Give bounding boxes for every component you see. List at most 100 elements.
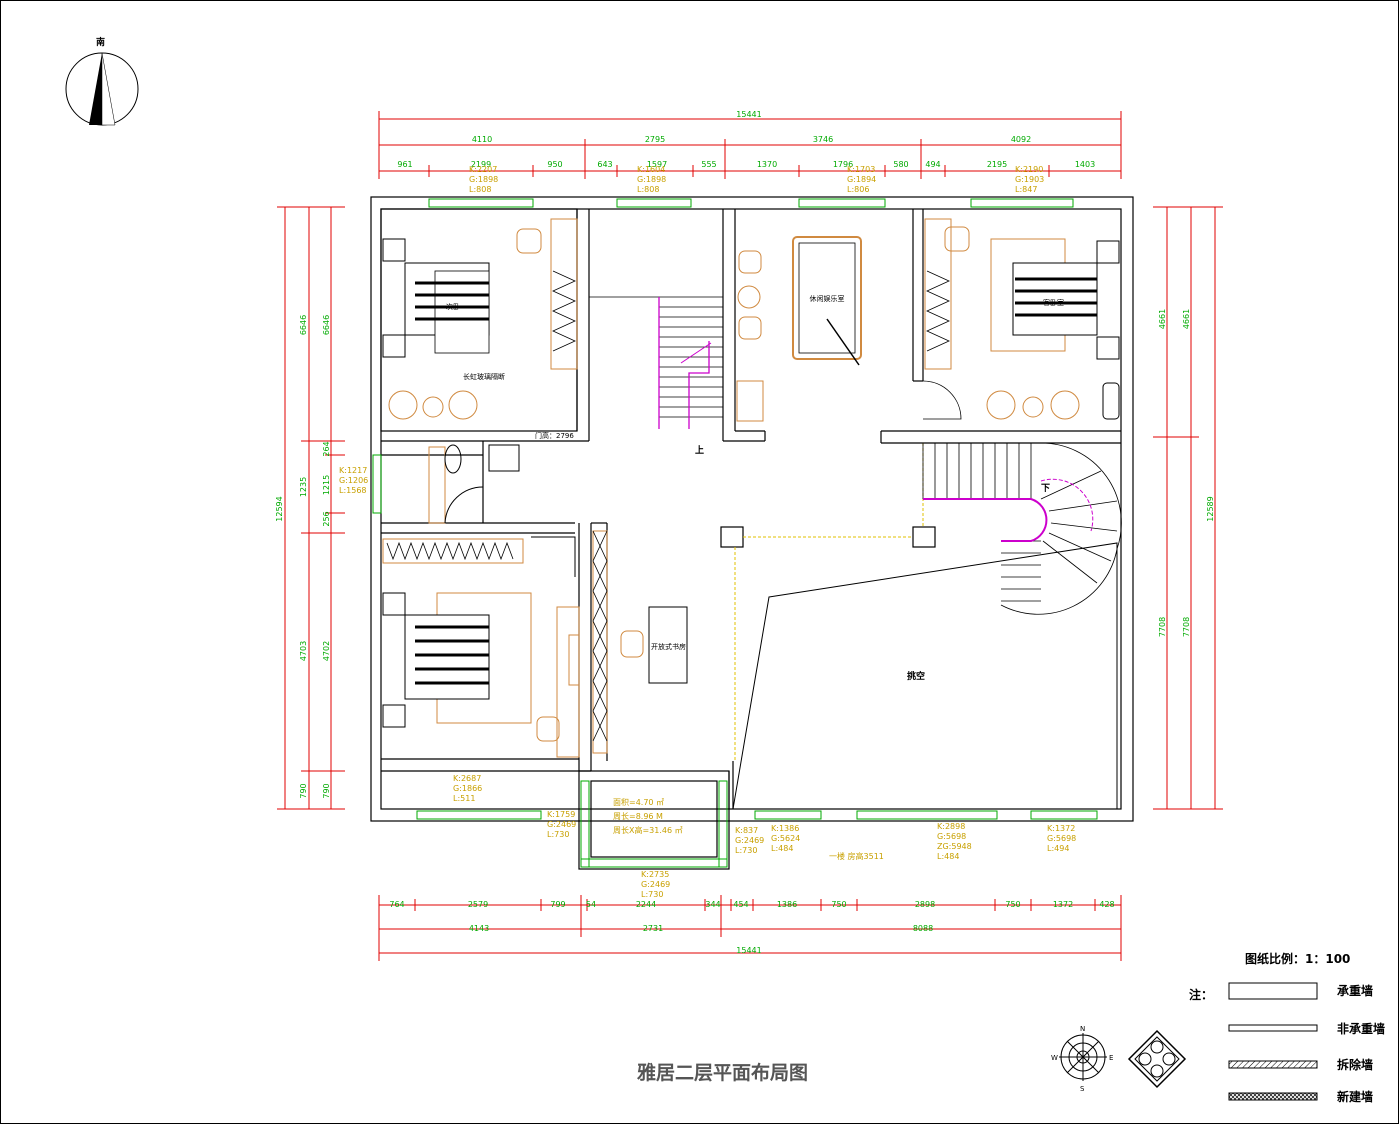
bottom-dim-l2: 4143 [469, 924, 489, 933]
top-dim-l3: 580 [893, 160, 908, 169]
left-dim-inner: 256 [322, 511, 331, 526]
top-dim-l3: 643 [597, 160, 612, 169]
club-label: 休闲娱乐室 [810, 294, 845, 303]
door-swing [922, 380, 962, 420]
windows [372, 198, 1098, 868]
bathroom-fixtures [428, 444, 520, 524]
room-height-note: 一楼 房高3511 [829, 851, 884, 861]
sw-furniture [531, 536, 580, 758]
bottom-dim-l1: 454 [733, 900, 748, 909]
compass-s: S [1080, 1085, 1085, 1093]
right-dim-outer: 7708 [1158, 617, 1167, 637]
top-dim-l3: 1403 [1075, 160, 1095, 169]
window-label-balcony_left: G:2469 [547, 820, 576, 829]
left-dim-outer: 1235 [299, 477, 308, 497]
bottom-dim-l1: 1386 [777, 900, 797, 909]
straight-stair [589, 296, 723, 421]
right-total-dim: 12589 [1206, 496, 1215, 521]
window-label-east2: ZG:5948 [937, 842, 972, 851]
study-area: 开放式书房 [592, 530, 688, 754]
top-dim-l3: 555 [701, 160, 716, 169]
right-dimensions [1153, 206, 1223, 810]
bottom-dim-l1: 1372 [1053, 900, 1073, 909]
bottom-dim-l1: 54 [586, 900, 596, 909]
bottom-dim-l1: 2244 [636, 900, 656, 909]
top-dim-l3: 1796 [833, 160, 853, 169]
top-total-dim: 15441 [736, 110, 761, 119]
bottom-dim-l2: 8088 [913, 924, 933, 933]
legend-item-demolish: 拆除墙 [1337, 1057, 1373, 1072]
top-dim-l3: 961 [397, 160, 412, 169]
wardrobe-sw [382, 538, 524, 564]
north-arrow-icon: 南 [65, 36, 139, 126]
window-label-top1: L:808 [469, 185, 491, 194]
bottom-dim-l1: 344 [705, 900, 720, 909]
left-dim-inner: 790 [322, 783, 331, 798]
legend-item-bearing: 承重墙 [1337, 983, 1373, 998]
top-dim-l3: 1597 [647, 160, 667, 169]
compass-rose-icon: N S E W [1051, 1025, 1113, 1093]
legend-swatch-demolish [1228, 1060, 1318, 1069]
table-symbol-icon [1127, 1029, 1187, 1089]
legend-swatch-nonbearing [1228, 1024, 1318, 1032]
window-label-top2: L:808 [637, 185, 659, 194]
window-label-bottom_bed: K:2687 [453, 774, 481, 783]
right-dim-inner: 7708 [1182, 617, 1191, 637]
window-label-top1: K:2207 [469, 165, 497, 174]
balcony-area: 面积=4.70 ㎡ [613, 797, 664, 807]
club-chairs [736, 250, 764, 422]
left-dim-outer: 6646 [299, 315, 308, 335]
top-dimensions [378, 111, 1122, 179]
window-label-bottom_bed: L:511 [453, 794, 475, 803]
window-label-top2: G:1898 [637, 175, 666, 184]
bed-nw: 次卧 [382, 238, 490, 358]
chairs-ne [944, 226, 1120, 420]
bottom-dim-l1: 2579 [468, 900, 488, 909]
window-label-east3: G:5698 [1047, 834, 1076, 843]
window-label-top3: K:1703 [847, 165, 875, 174]
window-label-balcony_bottom: G:2469 [641, 880, 670, 889]
spiral-arc [1040, 478, 1094, 532]
window-label-balcony_bottom: K:2735 [641, 870, 669, 879]
legend-swatch-bearing [1228, 982, 1318, 1000]
stair-down-label: 下 [1041, 483, 1050, 494]
spiral-stair-path [923, 498, 1048, 542]
window-label-top4: L:847 [1015, 185, 1037, 194]
left-dim-outer: 790 [299, 783, 308, 798]
bed-ne: 客卧室 [990, 238, 1120, 360]
wardrobe-nw [550, 218, 578, 370]
legend-note-label: 注： [1189, 987, 1213, 1002]
stair-break [680, 342, 712, 364]
spiral-stair [922, 442, 1122, 615]
legend-item-new: 新建墙 [1337, 1089, 1373, 1104]
left-dimensions [277, 206, 345, 810]
left-dim-inner: 6646 [322, 315, 331, 335]
bedroom-nw-label: 次卧 [446, 302, 460, 311]
void-label: 挑空 [907, 670, 925, 682]
bottom-dim-l1: 750 [831, 900, 846, 909]
left-dim-inner: 264 [322, 441, 331, 456]
left-dim-inner: 1215 [322, 475, 331, 495]
right-dim-inner: 4661 [1182, 309, 1191, 329]
compass-label: 南 [96, 36, 105, 48]
window-label-east2: G:5698 [937, 832, 966, 841]
top-dim-l3: 2195 [987, 160, 1007, 169]
left-total-dim: 12594 [275, 496, 284, 521]
window-label-left: K:1217 [339, 466, 367, 475]
balcony-perimeter: 周长=8.96 M [613, 811, 663, 821]
yellow-guides [734, 443, 924, 761]
window-label-top4: G:1903 [1015, 175, 1044, 184]
top-dim-l3: 1370 [757, 160, 777, 169]
window-label-left: G:1206 [339, 476, 368, 485]
compass-w: W [1051, 1054, 1058, 1062]
window-label-east2: L:484 [937, 852, 959, 861]
window-label-bottom_bed: G:1866 [453, 784, 482, 793]
billiard-table: 休闲娱乐室 [792, 236, 862, 366]
window-label-left: L:1568 [339, 486, 367, 495]
bottom-dim-l1: 750 [1005, 900, 1020, 909]
scale-label: 图纸比例：1：100 [1245, 951, 1350, 966]
top-dim-l2: 3746 [813, 135, 833, 144]
